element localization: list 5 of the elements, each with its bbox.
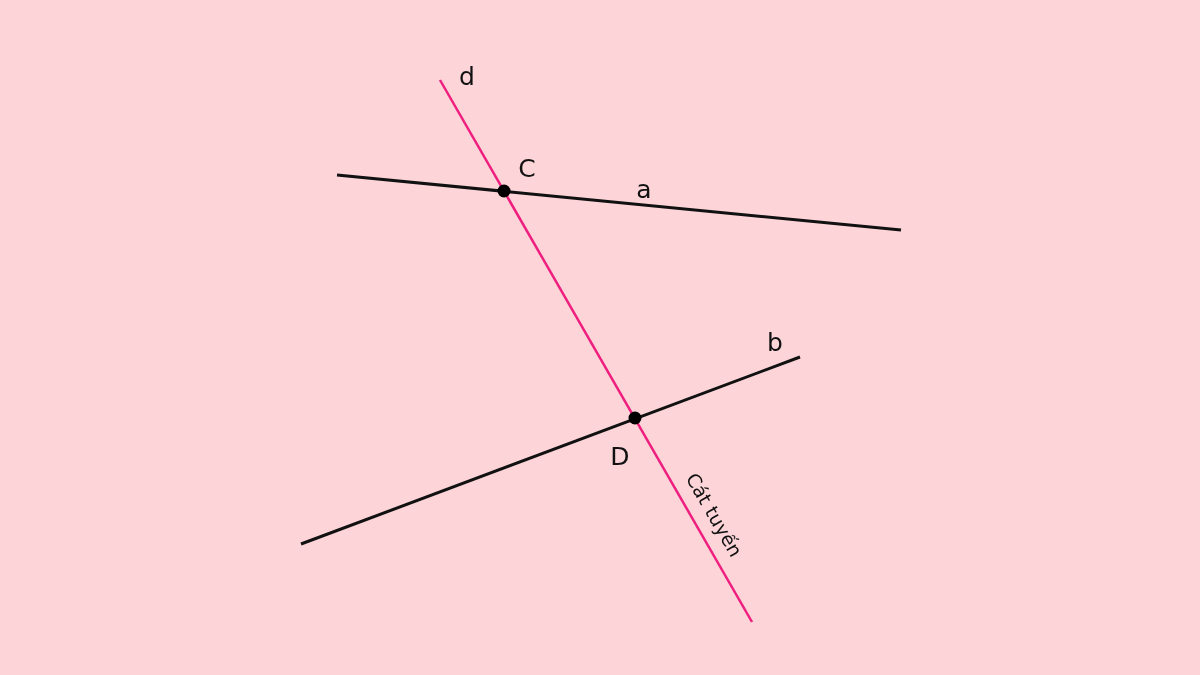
line-label: b [767, 329, 783, 355]
line-label: d [459, 63, 475, 89]
line-label: a [636, 176, 652, 202]
point-label: D [610, 443, 630, 469]
point-label: C [518, 155, 536, 181]
